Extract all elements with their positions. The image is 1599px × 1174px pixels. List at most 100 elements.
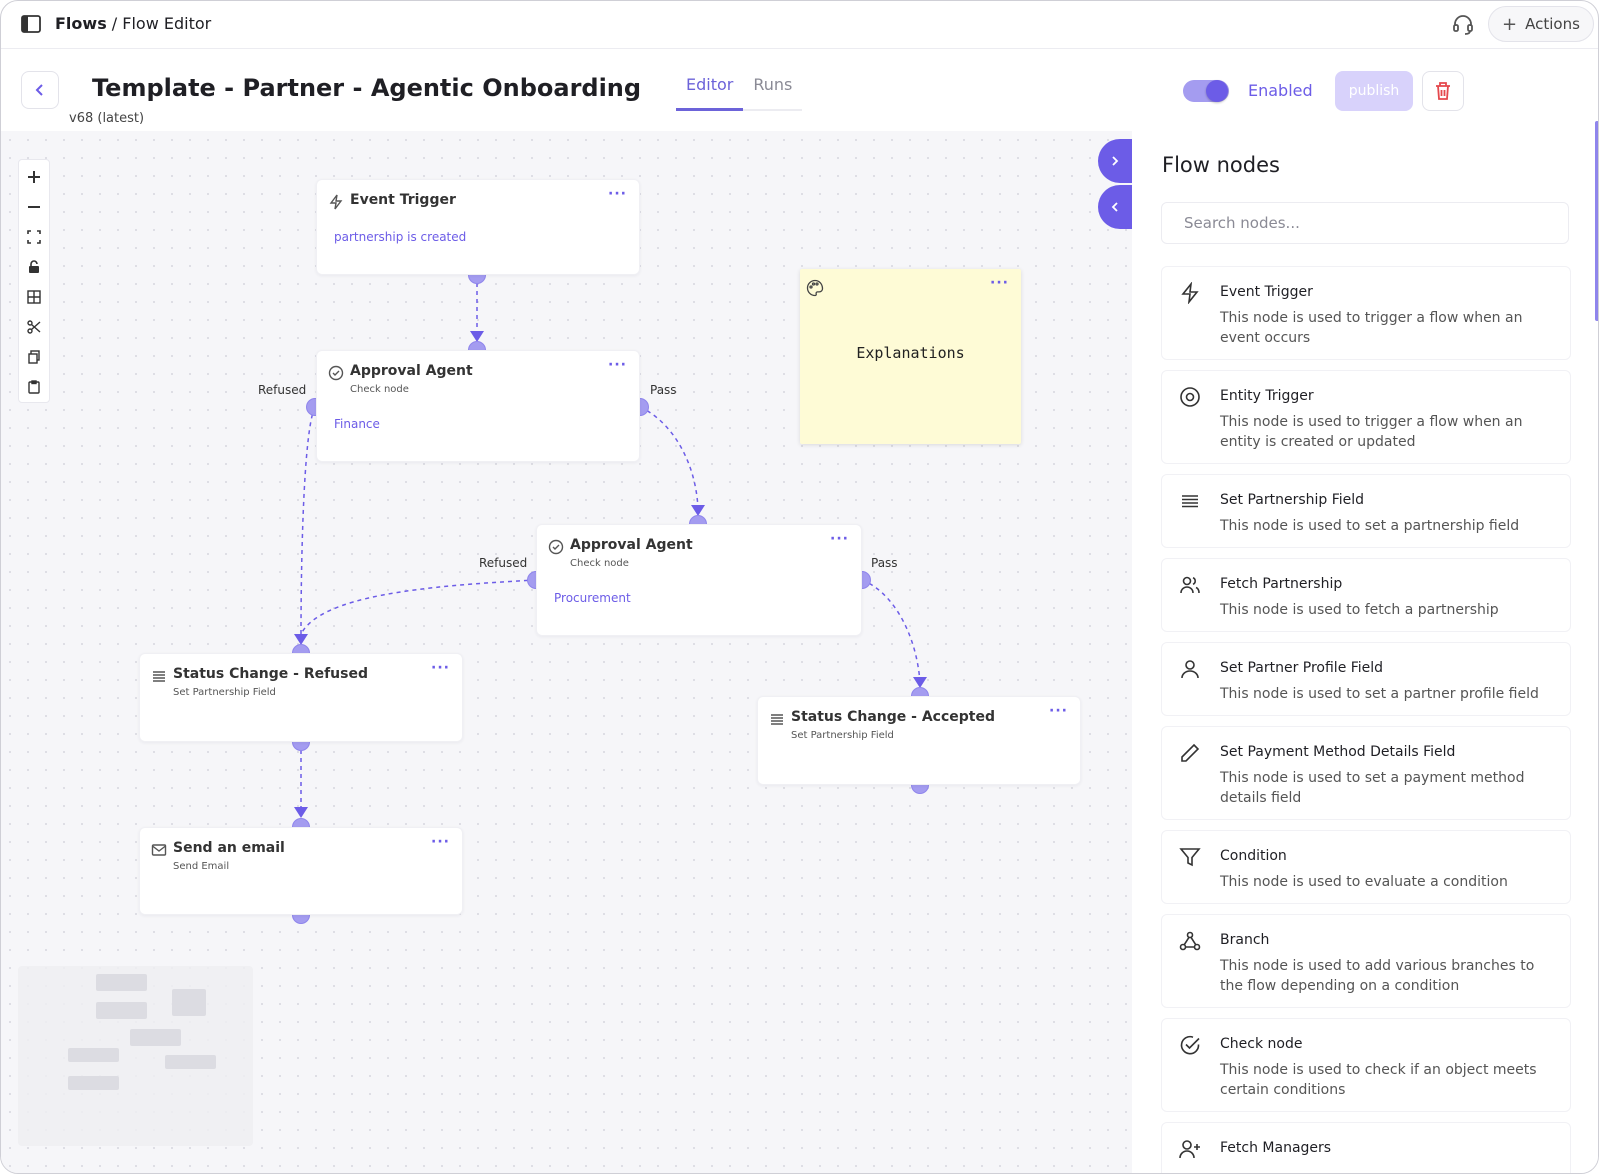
toggle-knob <box>1206 80 1228 102</box>
chevron-left-icon <box>35 84 43 96</box>
list-item-fetch-partnership[interactable]: Fetch Partnership This node is used to f… <box>1161 558 1571 632</box>
node-menu-icon[interactable]: ··· <box>431 660 450 676</box>
node-approval-agent-finance[interactable]: Approval Agent Check node Finance ··· <box>316 350 640 462</box>
list-item-set-payment-method-details-field[interactable]: Set Payment Method Details Field This no… <box>1161 726 1571 820</box>
lines-icon <box>1182 495 1198 508</box>
check-circle-icon <box>548 539 564 555</box>
funnel-icon <box>1179 848 1201 867</box>
edge-label-refused: Refused <box>258 383 307 397</box>
node-title: Event Trigger <box>350 192 456 208</box>
item-description: This node is used to trigger a flow when… <box>1220 414 1523 450</box>
list-item-branch[interactable]: Branch This node is used to add various … <box>1161 914 1571 1008</box>
node-approval-agent-procurement[interactable]: Approval Agent Check node Procurement ··… <box>536 524 862 636</box>
item-title: Condition <box>1220 848 1287 864</box>
pencil-icon <box>1181 743 1200 762</box>
list-item-set-partner-profile-field[interactable]: Set Partner Profile Field This node is u… <box>1161 642 1571 716</box>
list-item-entity-trigger[interactable]: Entity Trigger This node is used to trig… <box>1161 370 1571 464</box>
item-title: Fetch Managers <box>1220 1140 1332 1156</box>
envelope-icon <box>151 844 167 856</box>
panel-scrollbar[interactable] <box>1595 121 1598 321</box>
node-subtitle: Send Email <box>173 861 230 872</box>
item-title: Branch <box>1220 932 1270 948</box>
canvas-toolbar <box>18 159 50 403</box>
edge-finance-pass <box>639 406 699 510</box>
node-title: Status Change - Refused <box>173 666 369 682</box>
palette-icon[interactable] <box>806 279 824 297</box>
node-title: Status Change - Accepted <box>791 709 995 725</box>
node-menu-icon[interactable]: ··· <box>830 531 849 547</box>
lines-icon <box>153 671 165 682</box>
breadcrumb-flows[interactable]: Flows <box>55 14 107 33</box>
flow-canvas[interactable]: Event Trigger partnership is created ···… <box>1 131 1132 1173</box>
list-item-condition[interactable]: Condition This node is used to evaluate … <box>1161 830 1571 904</box>
list-item-set-partnership-field[interactable]: Set Partnership Field This node is used … <box>1161 474 1571 548</box>
list-item-check-node[interactable]: Check node This node is used to check if… <box>1161 1018 1571 1112</box>
node-param: Procurement <box>554 591 631 605</box>
item-description: This node is used to set a partnership f… <box>1220 518 1520 534</box>
node-event-trigger[interactable]: Event Trigger partnership is created ··· <box>316 179 640 275</box>
version-label: v68 (latest) <box>69 111 145 126</box>
tab-runs[interactable]: Runs <box>753 75 793 94</box>
item-title: Set Payment Method Details Field <box>1220 744 1456 760</box>
delete-button[interactable] <box>1422 71 1464 111</box>
search-nodes-input[interactable] <box>1161 202 1569 244</box>
sidebar-toggle-icon[interactable] <box>21 15 41 33</box>
user-plus-icon <box>1179 1140 1200 1159</box>
zoom-out-icon[interactable] <box>19 192 49 222</box>
node-title: Approval Agent <box>570 537 693 553</box>
check-circle-icon <box>328 365 344 381</box>
lock-icon[interactable] <box>19 252 49 282</box>
node-subtitle: Set Partnership Field <box>173 687 276 698</box>
actions-button[interactable]: + Actions <box>1488 6 1594 42</box>
expand-panel-button[interactable] <box>1098 139 1132 183</box>
tab-editor[interactable]: Editor <box>676 75 744 111</box>
node-status-change-accepted[interactable]: Status Change - Accepted Set Partnership… <box>757 696 1081 785</box>
list-item-event-trigger[interactable]: Event Trigger This node is used to trigg… <box>1161 266 1571 360</box>
item-title: Set Partner Profile Field <box>1220 660 1384 676</box>
item-title: Event Trigger <box>1220 284 1313 300</box>
node-menu-icon[interactable]: ··· <box>431 834 450 850</box>
item-description: This node is used to set a partner profi… <box>1220 686 1539 702</box>
list-item-fetch-managers[interactable]: Fetch Managers <box>1161 1122 1571 1173</box>
minimap[interactable] <box>18 966 253 1146</box>
node-send-email[interactable]: Send an email Send Email ··· <box>139 827 463 915</box>
item-description: This node is used to add various branche… <box>1220 958 1535 994</box>
item-description: This node is used to evaluate a conditio… <box>1220 874 1508 890</box>
scissors-icon[interactable] <box>19 312 49 342</box>
edge-label-pass: Pass <box>871 556 898 570</box>
chevron-left-icon <box>1111 202 1118 212</box>
node-subtitle: Set Partnership Field <box>791 730 894 741</box>
copy-icon[interactable] <box>19 342 49 372</box>
zoom-in-icon[interactable] <box>19 162 49 192</box>
user-icon <box>1181 660 1199 679</box>
fit-view-icon[interactable] <box>19 222 49 252</box>
collapse-panel-button[interactable] <box>1098 185 1132 229</box>
node-title: Send an email <box>173 840 285 856</box>
node-menu-icon[interactable]: ··· <box>608 186 627 202</box>
grid-icon[interactable] <box>19 282 49 312</box>
actions-label: Actions <box>1525 15 1580 33</box>
edge-label-pass: Pass <box>650 383 677 397</box>
node-status-change-refused[interactable]: Status Change - Refused Set Partnership … <box>139 653 463 742</box>
sticky-text: Explanations <box>856 344 965 362</box>
lines-icon <box>771 714 783 725</box>
sticky-menu-icon[interactable]: ··· <box>990 275 1009 291</box>
node-subtitle: Check node <box>350 384 409 395</box>
paste-icon[interactable] <box>19 372 49 402</box>
users-icon <box>1180 576 1200 594</box>
back-button[interactable] <box>21 71 59 109</box>
tab-bar: Editor Runs <box>676 75 803 111</box>
node-subtitle: Check node <box>570 558 629 569</box>
publish-button[interactable]: publish <box>1335 71 1413 111</box>
sticky-note[interactable]: ··· Explanations <box>800 269 1021 444</box>
item-description: This node is used to check if an object … <box>1220 1062 1537 1098</box>
node-menu-icon[interactable]: ··· <box>608 357 627 373</box>
trash-icon <box>1436 82 1450 100</box>
node-menu-icon[interactable]: ··· <box>1049 703 1068 719</box>
headset-icon[interactable] <box>1451 12 1475 36</box>
branch-icon <box>1179 931 1201 951</box>
edge-procurement-refused <box>300 579 537 635</box>
item-title: Set Partnership Field <box>1220 492 1365 508</box>
enabled-toggle[interactable] <box>1183 80 1229 102</box>
